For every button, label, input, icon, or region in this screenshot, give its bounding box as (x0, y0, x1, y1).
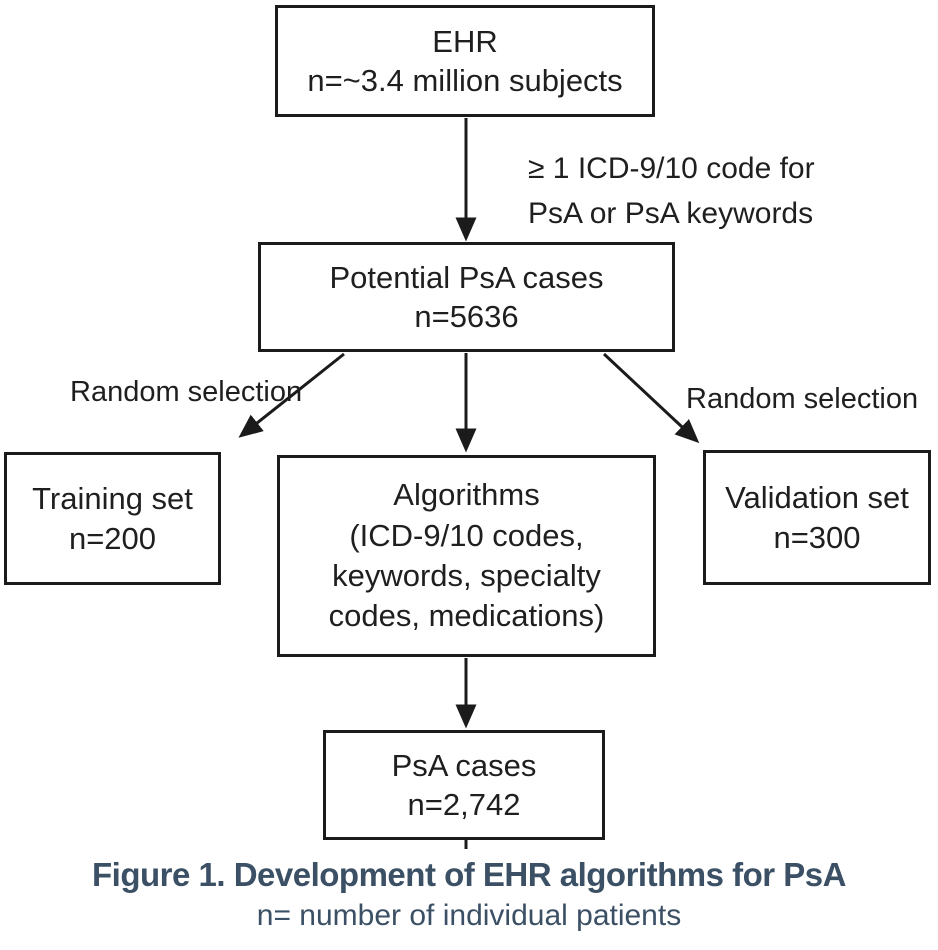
node-algorithms: Algorithms (ICD-9/10 codes, keywords, sp… (277, 455, 656, 657)
node-training-set: Training set n=200 (4, 452, 221, 585)
figure-caption-title: Figure 1. Development of EHR algorithms … (92, 856, 846, 893)
node-ehr: EHR n=~3.4 million subjects (275, 5, 655, 117)
edge-label-random-selection-left: Random selection (70, 376, 303, 408)
arrow-potential-to-validation (602, 352, 700, 444)
edge-label-icd-criteria: ≥ 1 ICD-9/10 code for PsA or PsA keyword… (528, 152, 815, 230)
edge-label-random-selection-right: Random selection (686, 383, 919, 415)
figure-caption-subtitle: n= number of individual patients (256, 899, 682, 932)
node-validation-set: Validation set n=300 (703, 450, 931, 585)
node-psa-cases: PsA cases n=2,742 (323, 730, 605, 840)
node-potential-psa-cases: Potential PsA cases n=5636 (258, 242, 675, 352)
